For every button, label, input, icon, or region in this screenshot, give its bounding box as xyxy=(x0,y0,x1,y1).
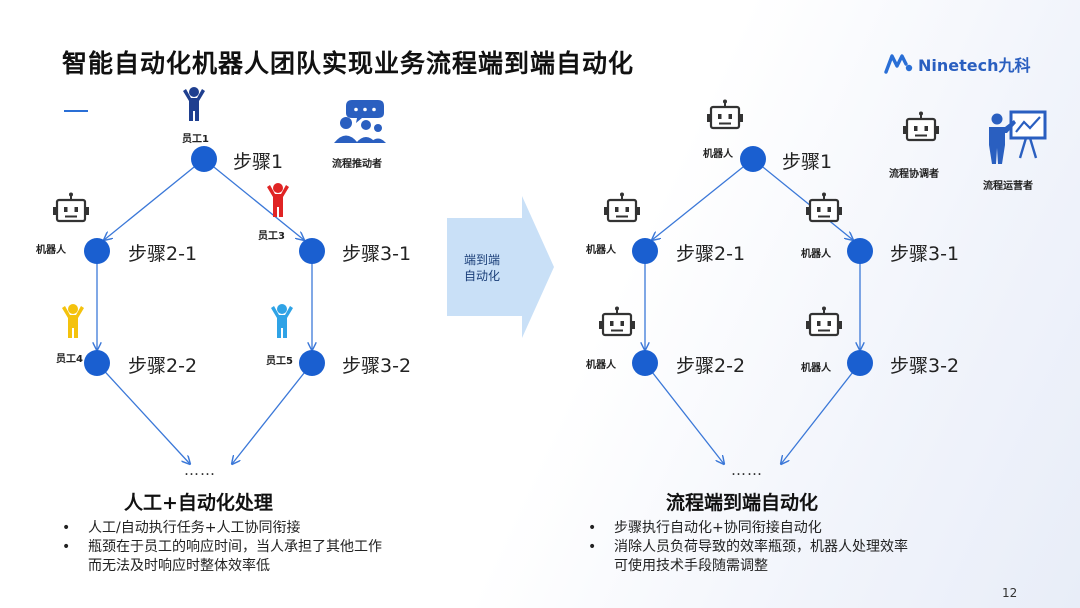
node-left-step1 xyxy=(191,146,217,172)
step-label-right-1: 步骤1 xyxy=(782,151,833,173)
node-left-step2-2 xyxy=(84,350,110,376)
logo-text: Ninetech九科 xyxy=(918,56,1031,75)
role-label-robot: 机器人 xyxy=(801,363,831,374)
node-left-step3-2 xyxy=(299,350,325,376)
step-label-left-2-2: 步骤2-2 xyxy=(128,355,198,377)
process-operator-icon xyxy=(989,110,1047,164)
page-number: 12 xyxy=(1002,586,1018,600)
right-ellipsis: …… xyxy=(731,461,763,479)
bullet-item: •瓶颈在于员工的响应时间，当人承担了其他工作而无法及时响应时整体效率低 xyxy=(62,539,382,574)
step-label-right-3-2: 步骤3-2 xyxy=(890,355,960,377)
role-label-process-operator: 流程运营者 xyxy=(983,181,1033,192)
right-bullets: •步骤执行自动化+协同衔接自动化 •消除人员负荷导致的效率瓶颈，机器人处理效率可… xyxy=(588,519,914,576)
employee1-icon xyxy=(183,87,205,121)
role-label-process-coordinator: 流程协调者 xyxy=(889,169,939,180)
robot-icon xyxy=(705,98,745,130)
page-title: 智能自动化机器人团队实现业务流程端到端自动化 xyxy=(62,49,635,78)
ninetech-logo-icon xyxy=(884,54,913,74)
edge-right-1-2-1 xyxy=(652,158,754,240)
step-label-right-2-2: 步骤2-2 xyxy=(676,355,746,377)
robot-icon xyxy=(51,191,91,223)
robot-icon xyxy=(804,191,844,223)
node-left-step3-1 xyxy=(299,238,325,264)
step-label-left-2-1: 步骤2-1 xyxy=(128,243,198,265)
node-right-step3-1 xyxy=(847,238,873,264)
edge-right-1-3-1 xyxy=(752,158,853,240)
bullet-item: •人工/自动执行任务+人工协同衔接 xyxy=(62,520,301,536)
ninetech-logo: Ninetech九科 xyxy=(884,52,1031,76)
role-label-employee4: 员工4 xyxy=(56,354,83,365)
edge-left-1-2-1 xyxy=(104,158,205,240)
role-label-employee5: 员工5 xyxy=(266,356,293,367)
robot-icon xyxy=(597,305,637,337)
role-label-robot: 机器人 xyxy=(36,245,66,256)
node-right-step1 xyxy=(740,146,766,172)
robot-icon xyxy=(602,191,642,223)
edge-left-1-3-1 xyxy=(203,158,304,240)
role-label-employee1: 员工1 xyxy=(182,134,209,145)
role-label-process-promoter: 流程推动者 xyxy=(332,159,382,170)
edge-left-2-2-end xyxy=(96,362,190,464)
end-to-end-arrow-label: 端到端 自动化 xyxy=(464,253,501,283)
bullet-item: •消除人员负荷导致的效率瓶颈，机器人处理效率可使用技术手段随需调整 xyxy=(588,539,908,574)
employee5-icon xyxy=(271,304,293,338)
node-right-step2-1 xyxy=(632,238,658,264)
title-accent-bar xyxy=(64,110,88,112)
step-label-right-2-1: 步骤2-1 xyxy=(676,243,746,265)
left-ellipsis: …… xyxy=(184,461,216,479)
step-label-left-3-2: 步骤3-2 xyxy=(342,355,412,377)
right-heading: 流程端到端自动化 xyxy=(666,492,819,514)
robot-icon xyxy=(901,110,941,142)
role-label-robot: 机器人 xyxy=(703,149,733,160)
left-heading: 人工+自动化处理 xyxy=(124,492,273,514)
edge-left-3-2-end xyxy=(232,362,313,464)
node-left-step2-1 xyxy=(84,238,110,264)
edge-right-2-2-end xyxy=(644,362,724,464)
role-label-robot: 机器人 xyxy=(586,245,616,256)
left-bullets: •人工/自动执行任务+人工协同衔接 •瓶颈在于员工的响应时间，当人承担了其他工作… xyxy=(62,519,382,576)
step-label-right-3-1: 步骤3-1 xyxy=(890,243,960,265)
node-right-step3-2 xyxy=(847,350,873,376)
process-promoter-icon xyxy=(334,100,386,143)
role-label-robot: 机器人 xyxy=(801,249,831,260)
end-to-end-arrow xyxy=(447,196,554,338)
edge-right-3-2-end xyxy=(781,362,861,464)
node-right-step2-2 xyxy=(632,350,658,376)
role-label-employee3: 员工3 xyxy=(258,231,285,242)
role-label-robot: 机器人 xyxy=(586,360,616,371)
step-label-left-3-1: 步骤3-1 xyxy=(342,243,412,265)
bullet-item: •步骤执行自动化+协同衔接自动化 xyxy=(588,520,822,536)
employee4-icon xyxy=(62,304,84,338)
step-label-left-1: 步骤1 xyxy=(233,151,284,173)
robot-icon xyxy=(804,305,844,337)
